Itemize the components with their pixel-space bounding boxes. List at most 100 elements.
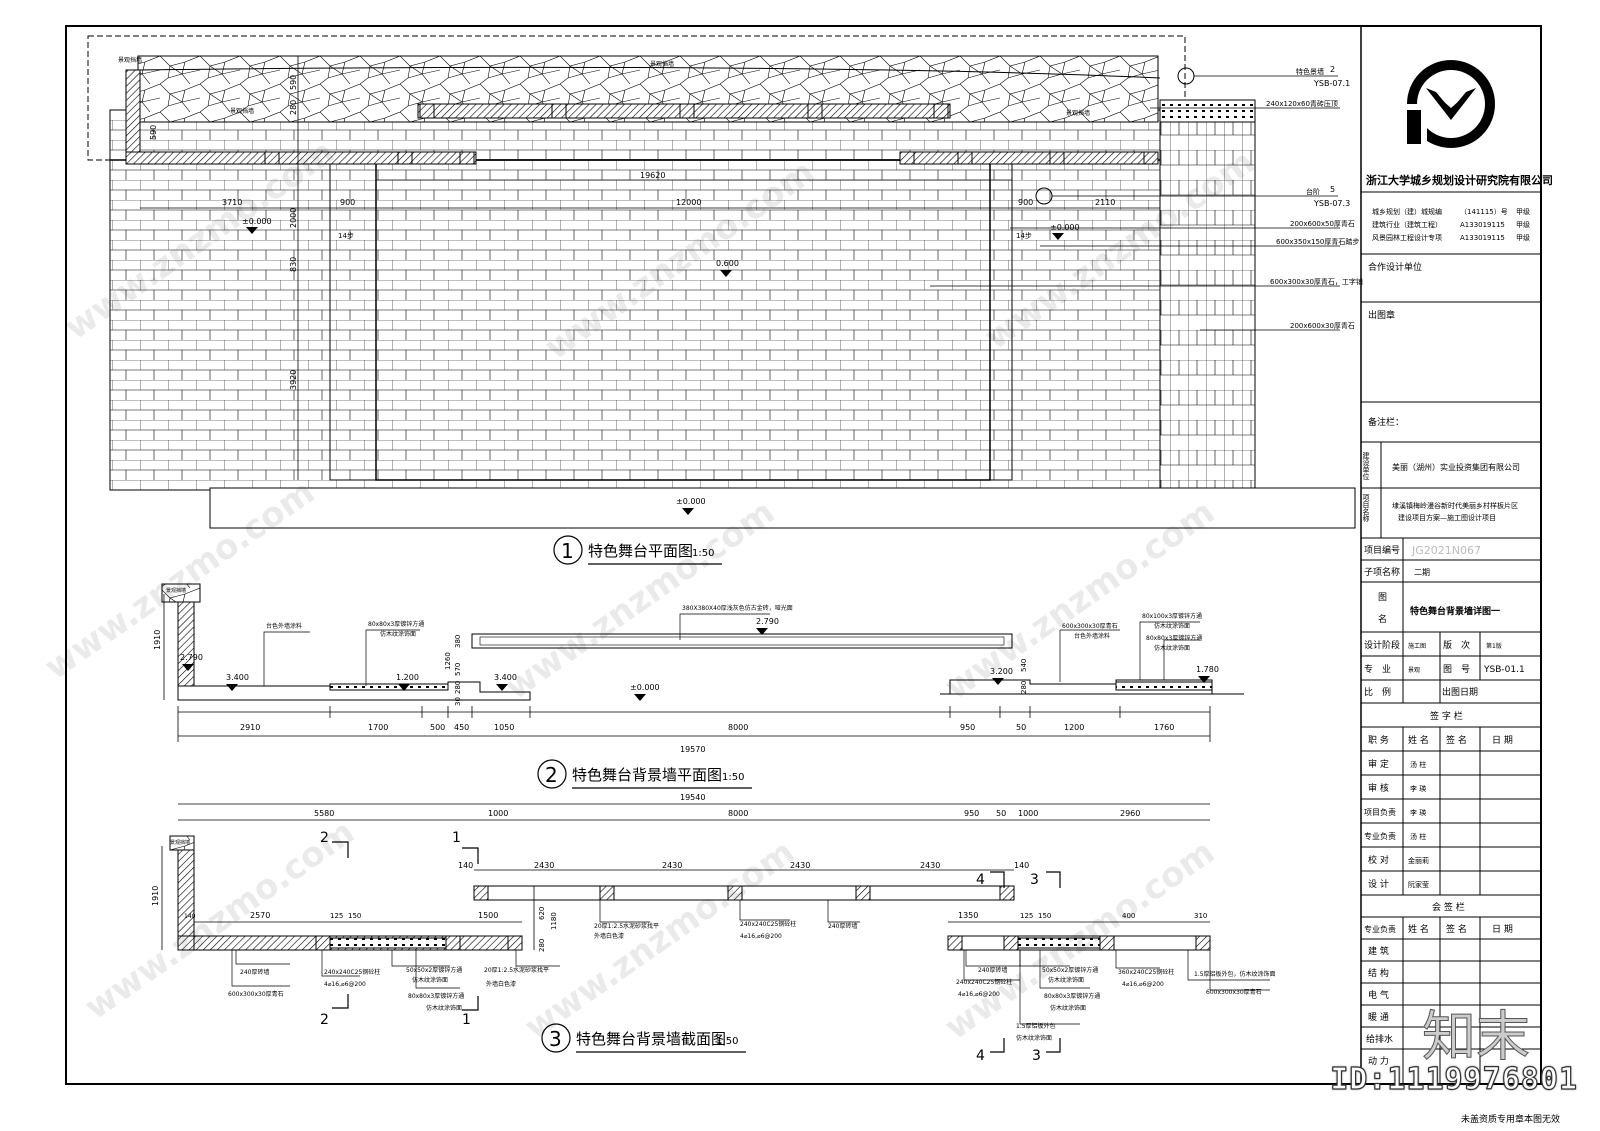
wallplan-dim-500: 500 bbox=[430, 723, 445, 732]
cosign-row-3: 电 气 bbox=[1368, 989, 1389, 1001]
sign-role-4: 专业负责 bbox=[1364, 831, 1396, 841]
cosign-grid bbox=[1361, 917, 1541, 1084]
drawing-label-a: 图 bbox=[1378, 592, 1387, 603]
section-mark-2-top: 2 bbox=[320, 830, 329, 846]
sign-role-6: 设 计 bbox=[1368, 878, 1389, 890]
section-note-8: 240x240C25钢砼柱 bbox=[324, 968, 380, 976]
plan-callout-1-ref: YSB-07.1 bbox=[1313, 79, 1350, 88]
view3-title-text: 特色舞台背景墙截面图 bbox=[576, 1030, 726, 1048]
section-dim-150b: 150 bbox=[1038, 912, 1051, 920]
no-value: YSB-01.1 bbox=[1483, 665, 1525, 675]
plan-level-marker bbox=[1052, 233, 1064, 240]
section-top-wall bbox=[473, 885, 1015, 901]
wallplan-dim-30: 30 bbox=[454, 697, 462, 706]
section-note-22: 仿木纹涂饰面 bbox=[1050, 1004, 1086, 1012]
plan-dim-3920: 3920 bbox=[289, 370, 298, 390]
section-dim-2430b: 2430 bbox=[662, 861, 682, 870]
section-dim-140b: 140 bbox=[1014, 861, 1029, 870]
client-label: 建设单位 bbox=[1362, 451, 1370, 480]
sign-header: 签 字 栏 bbox=[1430, 710, 1463, 722]
wallplan-top-slab-inner bbox=[479, 636, 1005, 646]
section-mark-4-bottom: 4 bbox=[976, 1048, 985, 1064]
section-dim-2960: 2960 bbox=[1120, 809, 1140, 818]
section-mark-3-top: 3 bbox=[1030, 872, 1039, 888]
wallplan-dim-8000: 8000 bbox=[728, 723, 748, 732]
plan-steps-left: 14步 bbox=[338, 232, 354, 240]
tb-grid bbox=[1361, 538, 1541, 704]
wallplan-level-1200: 1.200 bbox=[396, 673, 419, 682]
plan-note-3: 600x350x150厚青石踏步 bbox=[1276, 237, 1359, 246]
rev-value: 第1版 bbox=[1486, 642, 1502, 650]
section-note-9: 4⌀16,⌀6@200 bbox=[324, 981, 366, 988]
wallplan-note-6: 台色外墙涂料 bbox=[1074, 632, 1110, 640]
sub-label: 子项名称 bbox=[1364, 566, 1400, 578]
wallplan-note-11: 景观挡墙 bbox=[166, 587, 186, 594]
plan-stage-edge bbox=[209, 487, 1356, 529]
wallplan-level-3400-left: 3.400 bbox=[226, 673, 249, 682]
plan-callout-2-ref: YSB-07.3 bbox=[1313, 199, 1350, 208]
plan-callout-1-label: 特色景墙 bbox=[1296, 67, 1324, 76]
section-dim-1910: 1910 bbox=[151, 886, 160, 906]
wallplan-note-7: 80x100x3厚镀锌方通 bbox=[1142, 612, 1202, 620]
plan-right-vertical-band bbox=[1159, 99, 1256, 493]
sign-name-5: 金丽莉 bbox=[1408, 856, 1429, 865]
section-dimension-lines bbox=[161, 803, 1210, 950]
wallplan-level-2790-top: 2.790 bbox=[756, 617, 779, 626]
wallplan-note-10: 仿木纹涂饰面 bbox=[1154, 644, 1190, 652]
plan-dim-19620: 19620 bbox=[640, 171, 665, 180]
section-dim-8000: 8000 bbox=[728, 809, 748, 818]
project-label: 项目名称 bbox=[1362, 494, 1370, 523]
qual-1-b: （141115）号 bbox=[1460, 208, 1508, 216]
section-left-post bbox=[177, 845, 195, 951]
company-name: 浙江大学城乡规划设计研究院有限公司 bbox=[1366, 173, 1553, 187]
wallplan-note-5: 600x300x30厚青石 bbox=[1062, 622, 1118, 630]
sign-role-3: 项目负责 bbox=[1364, 807, 1396, 817]
view1-title-text: 特色舞台平面图 bbox=[588, 542, 693, 560]
section-dim-1350: 1350 bbox=[958, 911, 978, 920]
sign-name-2: 李 瑛 bbox=[1410, 784, 1426, 793]
sign-name-4: 汤 柱 bbox=[1410, 832, 1426, 841]
section-note-21: 80x80x3厚镀锌方通 bbox=[1044, 992, 1100, 1000]
sign-grid bbox=[1361, 727, 1541, 918]
wallplan-level-3200: 3.200 bbox=[990, 667, 1013, 676]
section-mark-1-bottom: 1 bbox=[462, 1012, 471, 1028]
section-dim-400: 400 bbox=[1122, 912, 1135, 920]
section-note-12: 80x80x3厚镀锌方通 bbox=[408, 992, 464, 1000]
no-label: 图 号 bbox=[1443, 664, 1470, 675]
sign-col-sign: 签 名 bbox=[1446, 734, 1467, 746]
section-dim-140a: 140 bbox=[458, 861, 473, 870]
section-dim-150a: 150 bbox=[348, 912, 361, 920]
plan-note-2: 200x600x50厚青石 bbox=[1290, 219, 1355, 228]
plan-callout-1-num: 2 bbox=[1330, 65, 1335, 74]
section-note-20: 仿木纹涂饰面 bbox=[1048, 976, 1084, 984]
section-left-dots bbox=[327, 937, 447, 949]
plan-dim-2110: 2110 bbox=[1095, 198, 1115, 207]
plan-callout-2-num: 5 bbox=[1330, 185, 1335, 194]
wallplan-dim-1200: 1200 bbox=[1064, 723, 1084, 732]
plan-right-top-band bbox=[1159, 99, 1256, 123]
plan-label-wall-3: 景观挡墙 bbox=[650, 60, 674, 68]
company-logo bbox=[1407, 60, 1495, 148]
wallplan-level-marker bbox=[182, 664, 194, 671]
section-note-16: 240厚砖墙 bbox=[978, 966, 1007, 974]
section-dim-50: 50 bbox=[996, 809, 1006, 818]
plan-note-leaders bbox=[930, 107, 1340, 331]
sign-name-1: 汤 柱 bbox=[1410, 760, 1426, 769]
section-dim-140c: 140 bbox=[184, 913, 196, 920]
cosign-col-4: 日 期 bbox=[1492, 924, 1513, 935]
qual-2-b: A133019115 bbox=[1460, 221, 1505, 229]
plan-callout-2-label: 台阶 bbox=[1306, 187, 1320, 196]
view2-title-text: 特色舞台背景墙平面图 bbox=[572, 766, 722, 784]
plan-left-wall-horizontal bbox=[125, 151, 477, 165]
wallplan-level-0: ±0.000 bbox=[630, 683, 660, 692]
wallplan-dim-540: 540 bbox=[1020, 659, 1028, 672]
sign-role-2: 审 核 bbox=[1368, 782, 1389, 794]
wallplan-level-3400-mid: 3.400 bbox=[494, 673, 517, 682]
plan-level-marker bbox=[246, 227, 258, 234]
sign-role-5: 校 对 bbox=[1368, 854, 1389, 866]
plan-dim-830: 830 bbox=[289, 257, 298, 272]
wallplan-note-8: 仿木纹涂饰面 bbox=[1154, 622, 1190, 630]
coop-label: 合作设计单位 bbox=[1368, 261, 1422, 273]
section-mark-1-top: 1 bbox=[452, 830, 461, 846]
wallplan-dim-950: 950 bbox=[960, 723, 975, 732]
